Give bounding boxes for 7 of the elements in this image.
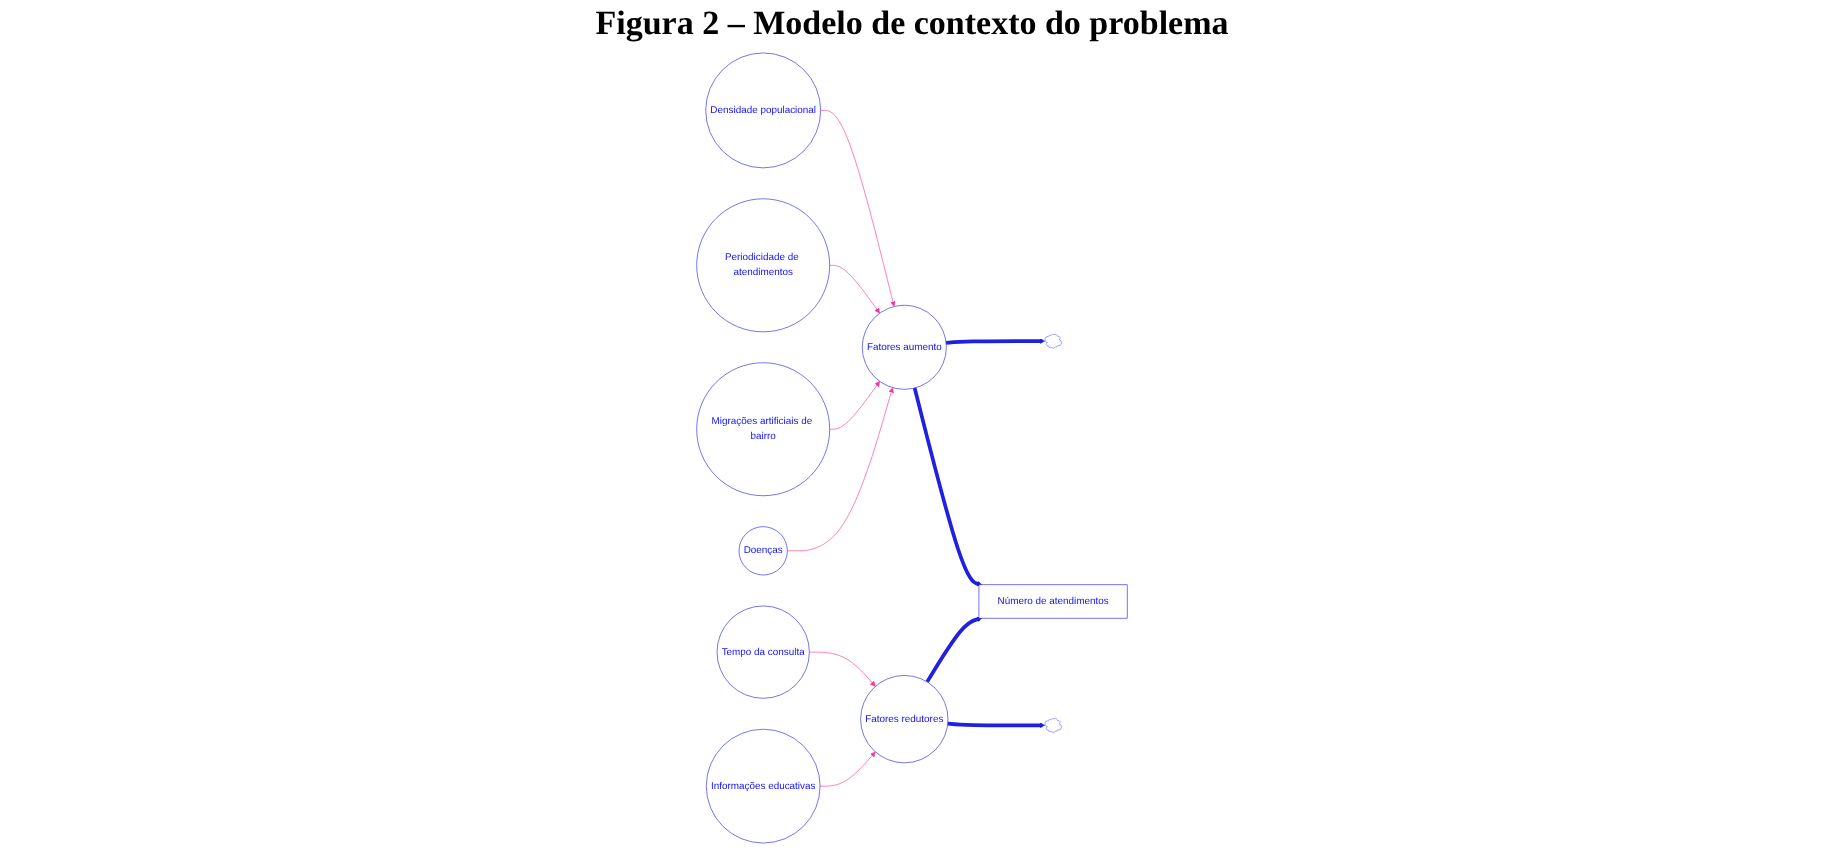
arrow xyxy=(925,616,983,683)
arrow xyxy=(946,338,1046,345)
node-cloud xyxy=(1044,334,1062,349)
figure-title: Figura 2 – Modelo de contexto do problema xyxy=(593,4,1231,44)
arrow xyxy=(912,387,983,587)
node-cloud xyxy=(1044,718,1062,733)
arrow xyxy=(947,721,1046,729)
